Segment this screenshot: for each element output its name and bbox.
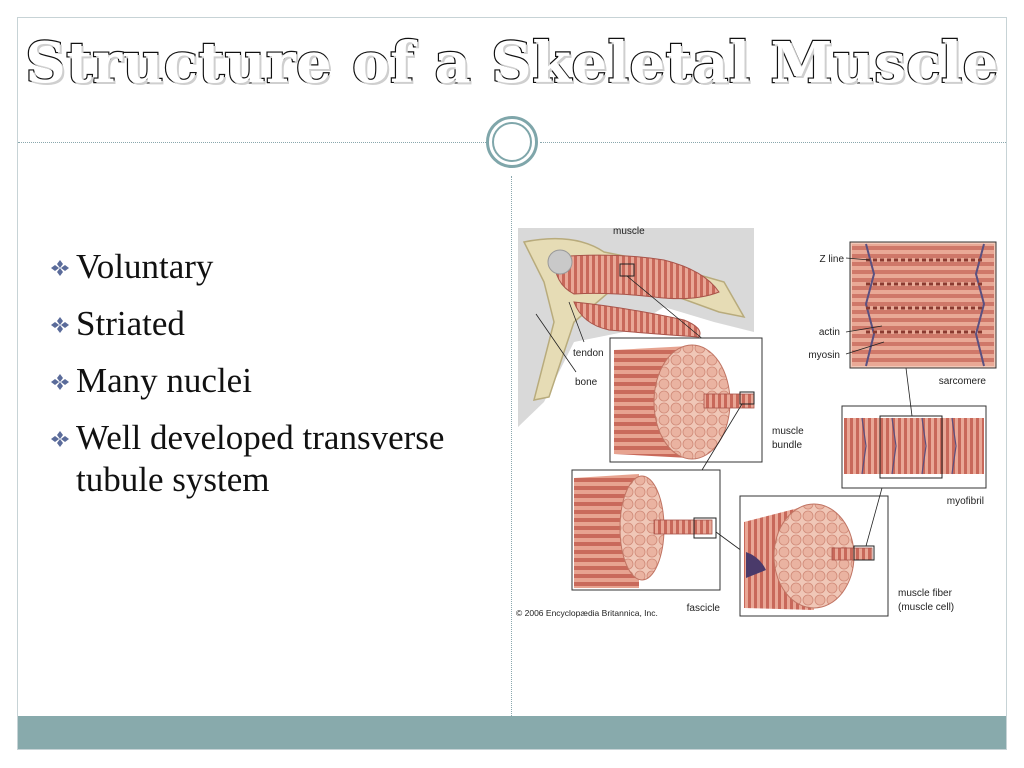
label-muscle-fiber-line1: muscle fiber bbox=[898, 588, 953, 599]
sarcomere-drawing bbox=[845, 241, 997, 369]
bullet-item: Striated bbox=[48, 303, 478, 345]
label-muscle-bundle-line1: muscle bbox=[772, 426, 804, 437]
muscle-structure-illustration: muscle tendon bone muscle bundle Z line … bbox=[516, 226, 997, 618]
title-divider-right bbox=[540, 142, 1006, 143]
circle-ornament-icon bbox=[486, 116, 538, 168]
footer-bar bbox=[18, 716, 1006, 749]
label-bone: bone bbox=[575, 377, 598, 388]
myofibril-drawing bbox=[841, 367, 987, 489]
label-fascicle: fascicle bbox=[687, 603, 721, 614]
bullet-item: Voluntary bbox=[48, 246, 478, 288]
label-tendon: tendon bbox=[573, 348, 604, 359]
bullet-item: Many nuclei bbox=[48, 360, 478, 402]
bullet-text: Many nuclei bbox=[76, 361, 252, 400]
muscle-bundle-drawing bbox=[609, 337, 763, 471]
bullet-text: Striated bbox=[76, 304, 185, 343]
label-muscle: muscle bbox=[613, 226, 645, 237]
slide-title: Structure of a Skeletal Muscle bbox=[24, 29, 999, 97]
label-sarcomere: sarcomere bbox=[939, 376, 987, 387]
column-divider bbox=[511, 176, 512, 716]
label-muscle-fiber-line2: (muscle cell) bbox=[898, 602, 954, 613]
diamond-bullet-icon bbox=[51, 374, 69, 390]
arm-bone-drawing bbox=[518, 228, 754, 427]
label-actin: actin bbox=[819, 327, 840, 338]
diamond-bullet-icon bbox=[51, 317, 69, 333]
muscle-fiber-drawing bbox=[739, 487, 889, 617]
bullet-text: Well developed transverse tubule system bbox=[76, 418, 445, 499]
figure-credit: © 2006 Encyclopædia Britannica, Inc. bbox=[516, 608, 658, 618]
label-muscle-bundle-line2: bundle bbox=[772, 440, 802, 451]
diamond-bullet-icon bbox=[51, 260, 69, 276]
bullet-text: Voluntary bbox=[76, 247, 214, 286]
fascicle-drawing bbox=[571, 469, 747, 591]
title-divider-left bbox=[18, 142, 486, 143]
diamond-bullet-icon bbox=[51, 431, 69, 447]
label-myofibril: myofibril bbox=[947, 496, 984, 507]
bullet-item: Well developed transverse tubule system bbox=[48, 417, 478, 501]
bullet-list: Voluntary Striated Many nuclei Well deve… bbox=[48, 246, 478, 516]
label-z-line: Z line bbox=[820, 254, 845, 265]
label-myosin: myosin bbox=[808, 350, 840, 361]
